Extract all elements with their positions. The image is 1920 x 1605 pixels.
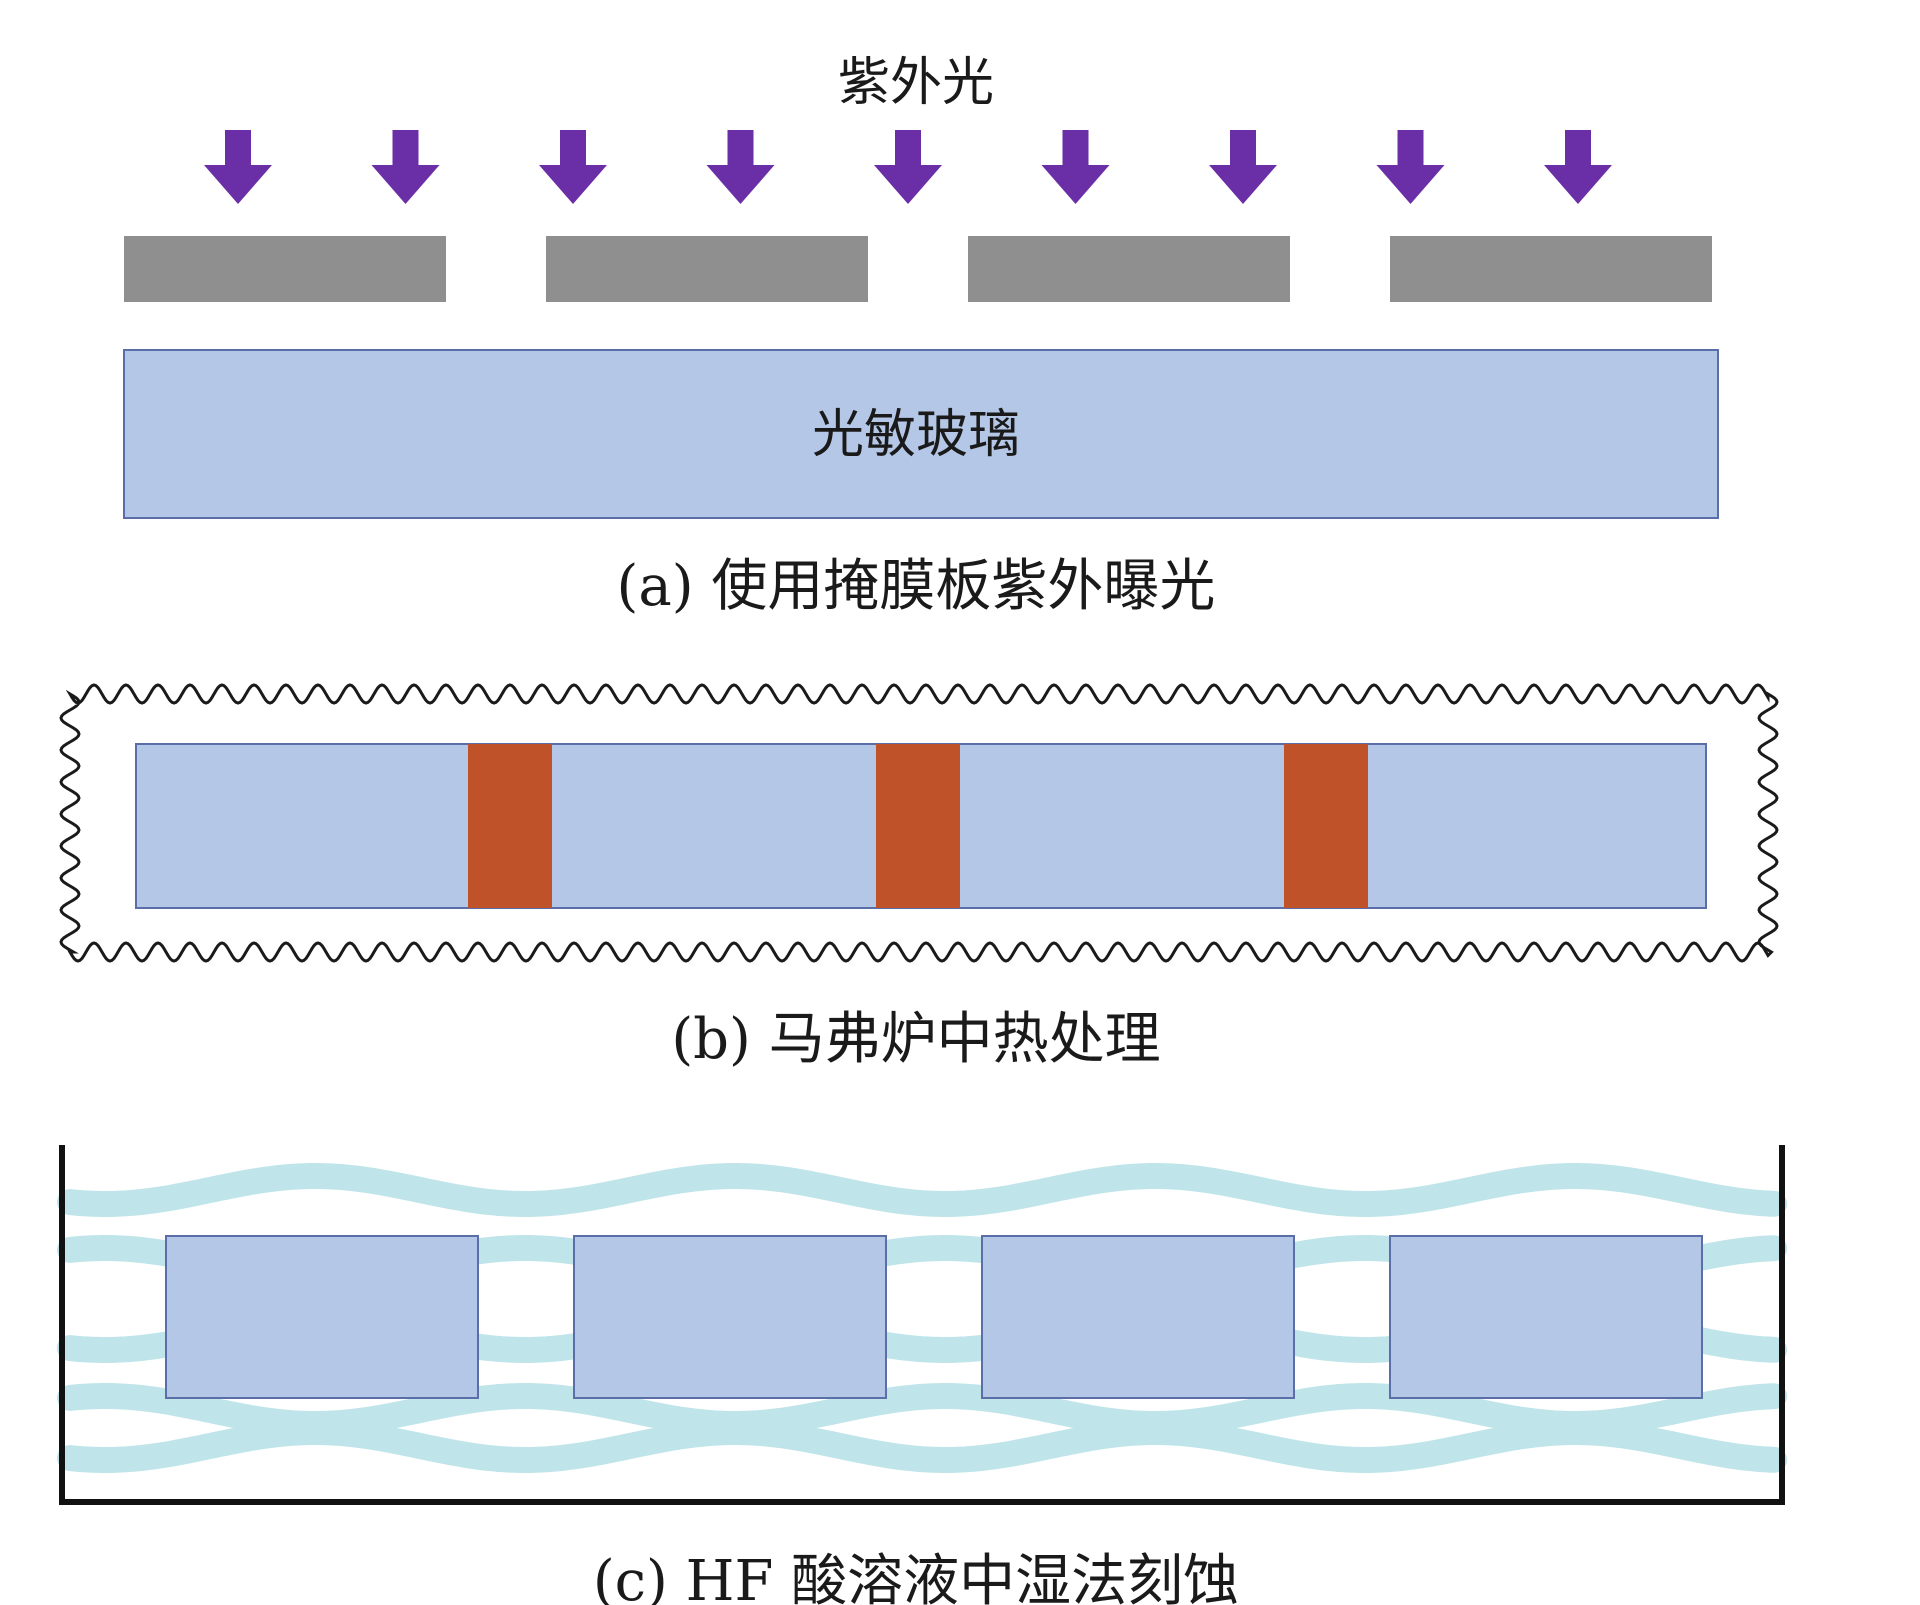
- exposed-region: [468, 744, 552, 908]
- photomask: [1390, 236, 1712, 302]
- uv-arrow: [539, 130, 607, 204]
- muffle-furnace-outline: [59, 683, 1779, 963]
- uv-arrow: [1544, 130, 1612, 204]
- uv-arrow: [1376, 130, 1445, 204]
- uv-arrow: [1209, 130, 1277, 204]
- photosensitive-glass: [123, 349, 1719, 519]
- etched-glass-block: [165, 1235, 479, 1399]
- uv-arrow: [1041, 130, 1110, 204]
- uv-arrow: [371, 130, 440, 204]
- uv-arrows: [204, 130, 1612, 204]
- uv-arrow: [706, 130, 775, 204]
- panel-b: (b) 马弗炉中热处理: [59, 683, 1779, 1072]
- photomask: [968, 236, 1290, 302]
- exposed-regions: [468, 744, 1368, 908]
- solution-wave: [57, 1419, 1787, 1473]
- photomask: [124, 236, 446, 302]
- glass-label: 光敏玻璃: [812, 405, 1020, 465]
- uv-light-label: 紫外光: [838, 53, 994, 113]
- exposed-region: [876, 744, 960, 908]
- exposed-region: [1284, 744, 1368, 908]
- solution-wave: [57, 1163, 1787, 1217]
- panel-c: (c) HF 酸溶液中湿法刻蚀: [57, 1145, 1787, 1605]
- etched-glass-blocks: [165, 1235, 1703, 1399]
- panel-a: 紫外光 光敏玻璃 (a) 使用掩膜板紫外曝光: [123, 53, 1719, 619]
- uv-arrow: [204, 130, 272, 204]
- etching-tank: [59, 1145, 1785, 1505]
- photomasks: [124, 236, 1712, 302]
- etched-glass-block: [573, 1235, 887, 1399]
- caption-c: (c) HF 酸溶液中湿法刻蚀: [593, 1549, 1239, 1605]
- photomask: [546, 236, 868, 302]
- caption-b: (b) 马弗炉中热处理: [671, 1007, 1160, 1072]
- uv-arrow: [874, 130, 942, 204]
- etched-glass-block: [981, 1235, 1295, 1399]
- caption-a: (a) 使用掩膜板紫外曝光: [617, 554, 1216, 619]
- etched-glass-block: [1389, 1235, 1703, 1399]
